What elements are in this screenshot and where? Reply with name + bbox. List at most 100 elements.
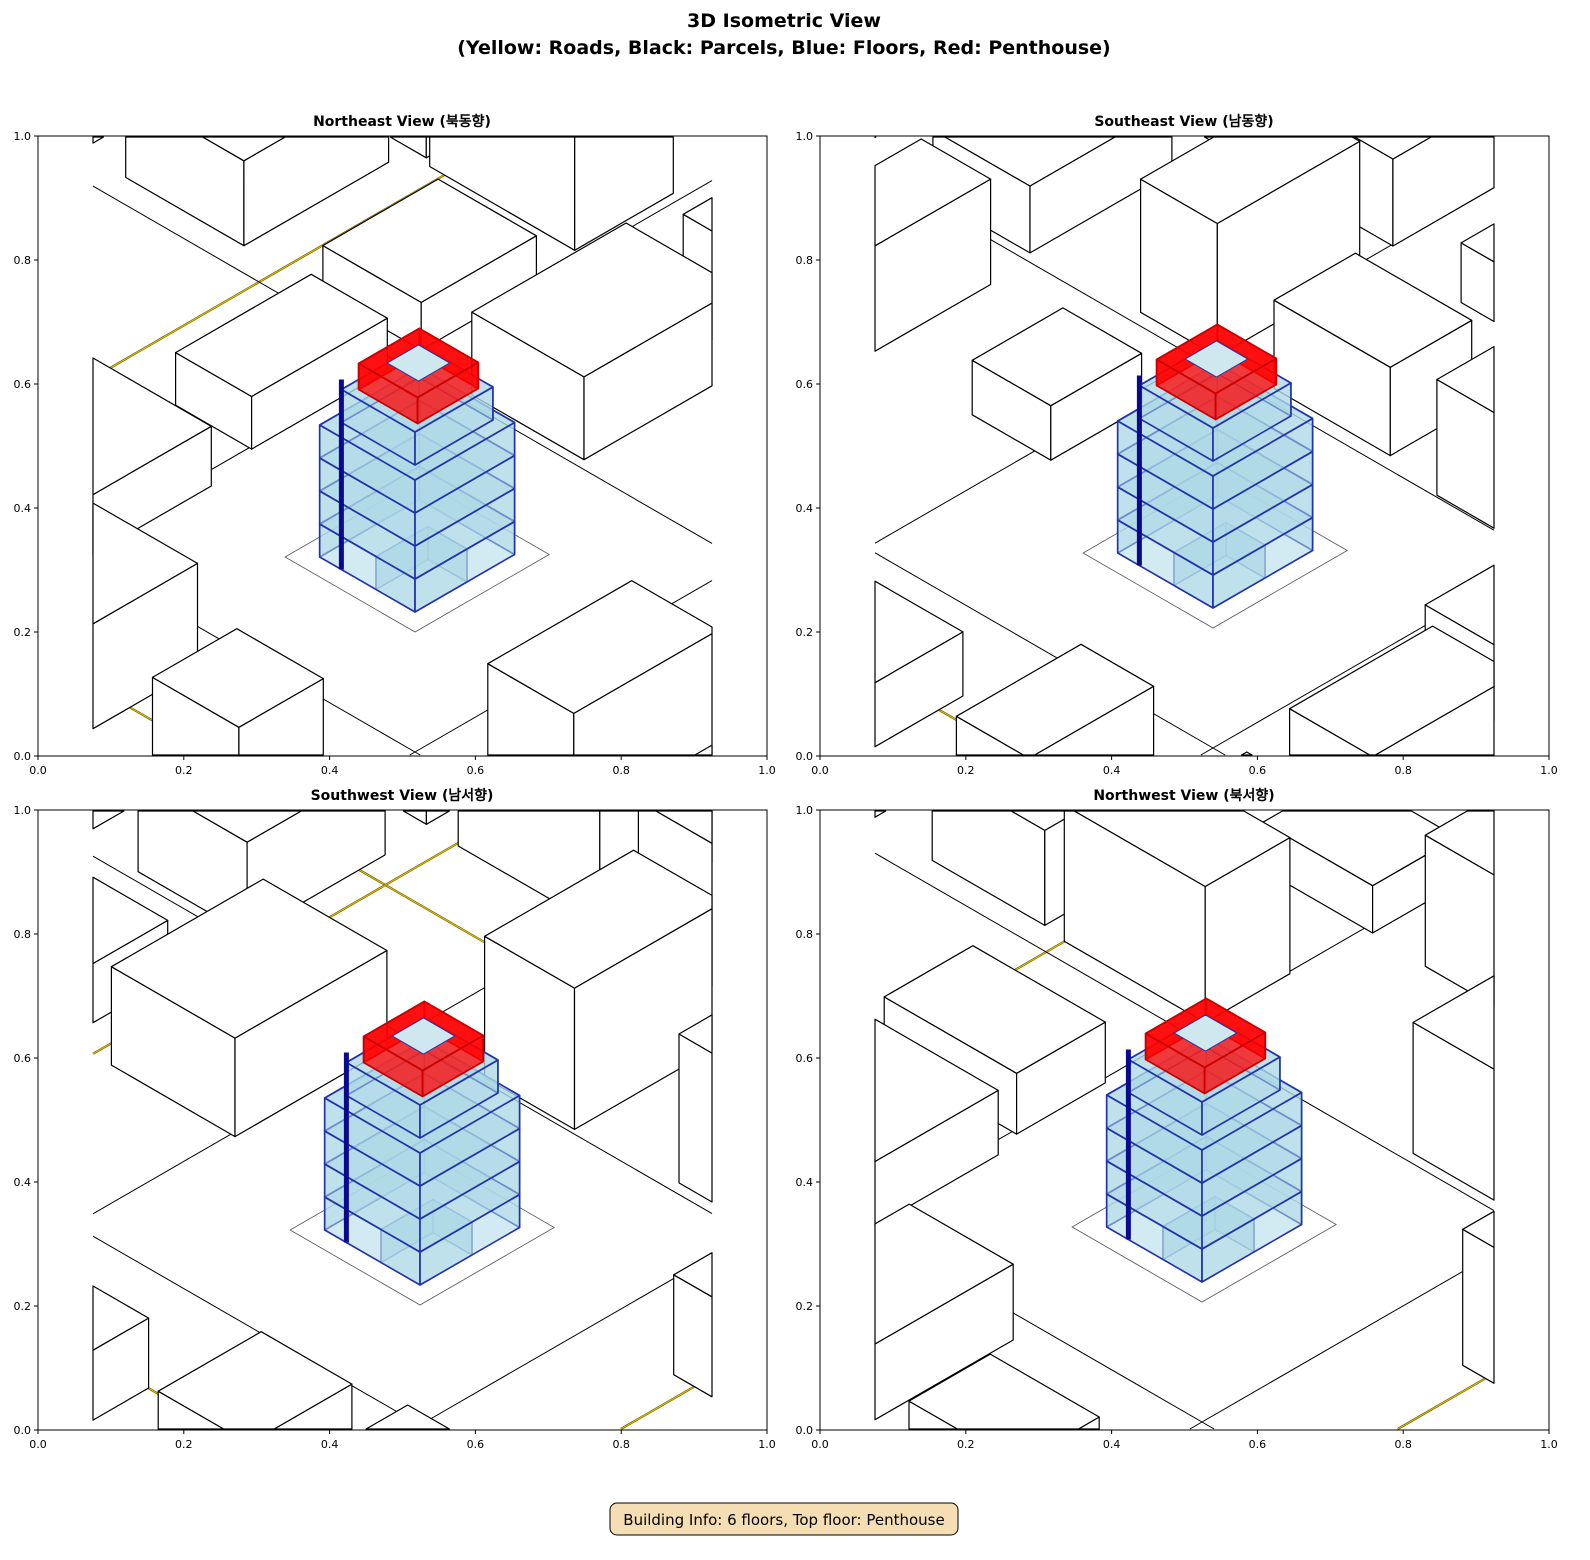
x-tick-label: 0.6: [1249, 1438, 1267, 1451]
penthouse-courtyard: [1184, 340, 1249, 378]
context-building: [1140, 136, 1361, 358]
x-tick-label: 0.2: [957, 764, 975, 777]
x-tick-label: 0.0: [29, 764, 47, 777]
y-tick-label: 0.4: [14, 1176, 32, 1189]
axes-frame: [37, 135, 768, 757]
isometric-scene: [874, 136, 1495, 756]
y-tick-label: 1.0: [796, 804, 814, 817]
context-building: [1412, 975, 1495, 1201]
y-tick-label: 0.8: [14, 254, 32, 267]
isometric-scene: [92, 136, 713, 756]
parcel-line: [412, 1255, 713, 1430]
context-building: [1460, 223, 1495, 323]
x-tick-label: 0.8: [1394, 764, 1412, 777]
road-line-highlight: [1397, 1372, 1495, 1430]
context-building: [1273, 252, 1473, 457]
road-line-highlight: [92, 136, 511, 379]
figure-title-line2: (Yellow: Roads, Black: Parcels, Blue: Fl…: [457, 37, 1110, 59]
context-building: [322, 178, 537, 351]
x-tick-label: 0.2: [175, 764, 193, 777]
context-building: [157, 1331, 353, 1430]
context-building: [955, 643, 1155, 756]
axes-frame: [819, 809, 1550, 1431]
context-building: [874, 810, 887, 818]
x-tick-label: 0.8: [612, 764, 630, 777]
y-tick-label: 0.2: [14, 1300, 32, 1313]
penthouse: [357, 327, 480, 425]
y-tick-label: 0.2: [796, 1300, 814, 1313]
x-tick-label: 0.6: [467, 1438, 485, 1451]
subplot-4: Northwest View (북서향) 0.0 0.2 0.4 0.6 0.8 1.0 0.…: [796, 787, 1558, 1451]
context-building: [874, 138, 992, 352]
y-tick-label: 0.8: [14, 928, 32, 941]
isometric-scene: [92, 810, 713, 1430]
subplot-title: Northeast View (북동향): [313, 113, 491, 130]
context-building: [92, 1285, 150, 1421]
context-building: [1241, 751, 1253, 756]
x-tick-label: 0.0: [811, 1438, 829, 1451]
subplot-title: Southwest View (남서향): [311, 787, 494, 804]
target-building: [1082, 323, 1348, 629]
context-building: [175, 273, 388, 450]
context-building: [1462, 1210, 1495, 1384]
x-tick-label: 0.6: [1249, 764, 1267, 777]
context-building: [429, 136, 674, 251]
context-building: [1424, 810, 1495, 1007]
y-tick-label: 0.4: [796, 1176, 814, 1189]
context-building: [402, 810, 450, 825]
x-tick-label: 0.2: [175, 1438, 193, 1451]
y-tick-label: 0.0: [14, 1424, 32, 1437]
context-building: [110, 878, 388, 1138]
subplot-1: Northeast View (북동향) 0.0 0.2 0.4 0.6 0.8 1.0 0.…: [14, 113, 776, 777]
context-building: [471, 222, 713, 461]
context-building: [874, 580, 964, 748]
y-tick-label: 0.6: [796, 1052, 814, 1065]
figure-title-line1: 3D Isometric View: [687, 10, 881, 32]
y-tick-label: 0.4: [796, 502, 814, 515]
context-building: [874, 136, 877, 139]
penthouse-courtyard: [391, 1017, 456, 1055]
penthouse-courtyard: [386, 344, 451, 382]
info-box-text: Building Info: 6 floors, Top floor: Pent…: [623, 1511, 944, 1529]
context-building: [874, 1018, 999, 1227]
y-tick-label: 0.6: [796, 378, 814, 391]
subplot-title: Northwest View (북서향): [1093, 787, 1274, 804]
y-tick-label: 0.4: [14, 502, 32, 515]
context-building: [92, 136, 105, 144]
y-tick-label: 0.0: [796, 750, 814, 763]
context-building: [908, 1353, 1100, 1430]
x-tick-label: 0.6: [467, 764, 485, 777]
context-building: [125, 136, 390, 247]
y-tick-label: 0.8: [796, 928, 814, 941]
y-tick-label: 0.2: [14, 626, 32, 639]
y-tick-label: 0.6: [14, 378, 32, 391]
axes-frame: [819, 135, 1550, 757]
x-tick-label: 0.4: [1103, 764, 1121, 777]
subplot-2: Southeast View (남동향) 0.0 0.2 0.4 0.6 0.8 1.0 0.…: [796, 113, 1558, 777]
context-building: [484, 849, 713, 1130]
context-building: [1436, 346, 1495, 529]
x-tick-label: 1.0: [1540, 1438, 1558, 1451]
parcel-line: [874, 552, 1226, 756]
context-building: [971, 307, 1143, 461]
x-tick-label: 0.0: [29, 1438, 47, 1451]
parcel-line: [1189, 1252, 1495, 1430]
subplot-title: Southeast View (남동향): [1094, 113, 1273, 130]
context-building: [1063, 810, 1291, 1024]
context-building: [673, 1252, 713, 1398]
context-building: [678, 1014, 713, 1203]
x-tick-label: 1.0: [758, 764, 776, 777]
context-building: [874, 1203, 1014, 1421]
target-building: [1071, 997, 1337, 1303]
y-tick-label: 0.8: [796, 254, 814, 267]
context-building: [487, 580, 713, 756]
y-tick-label: 1.0: [14, 804, 32, 817]
x-tick-label: 1.0: [1540, 764, 1558, 777]
x-tick-label: 0.4: [321, 764, 339, 777]
y-tick-label: 0.2: [796, 626, 814, 639]
x-tick-label: 1.0: [758, 1438, 776, 1451]
y-tick-label: 0.0: [796, 1424, 814, 1437]
context-building: [151, 628, 324, 756]
target-building: [289, 1000, 555, 1306]
